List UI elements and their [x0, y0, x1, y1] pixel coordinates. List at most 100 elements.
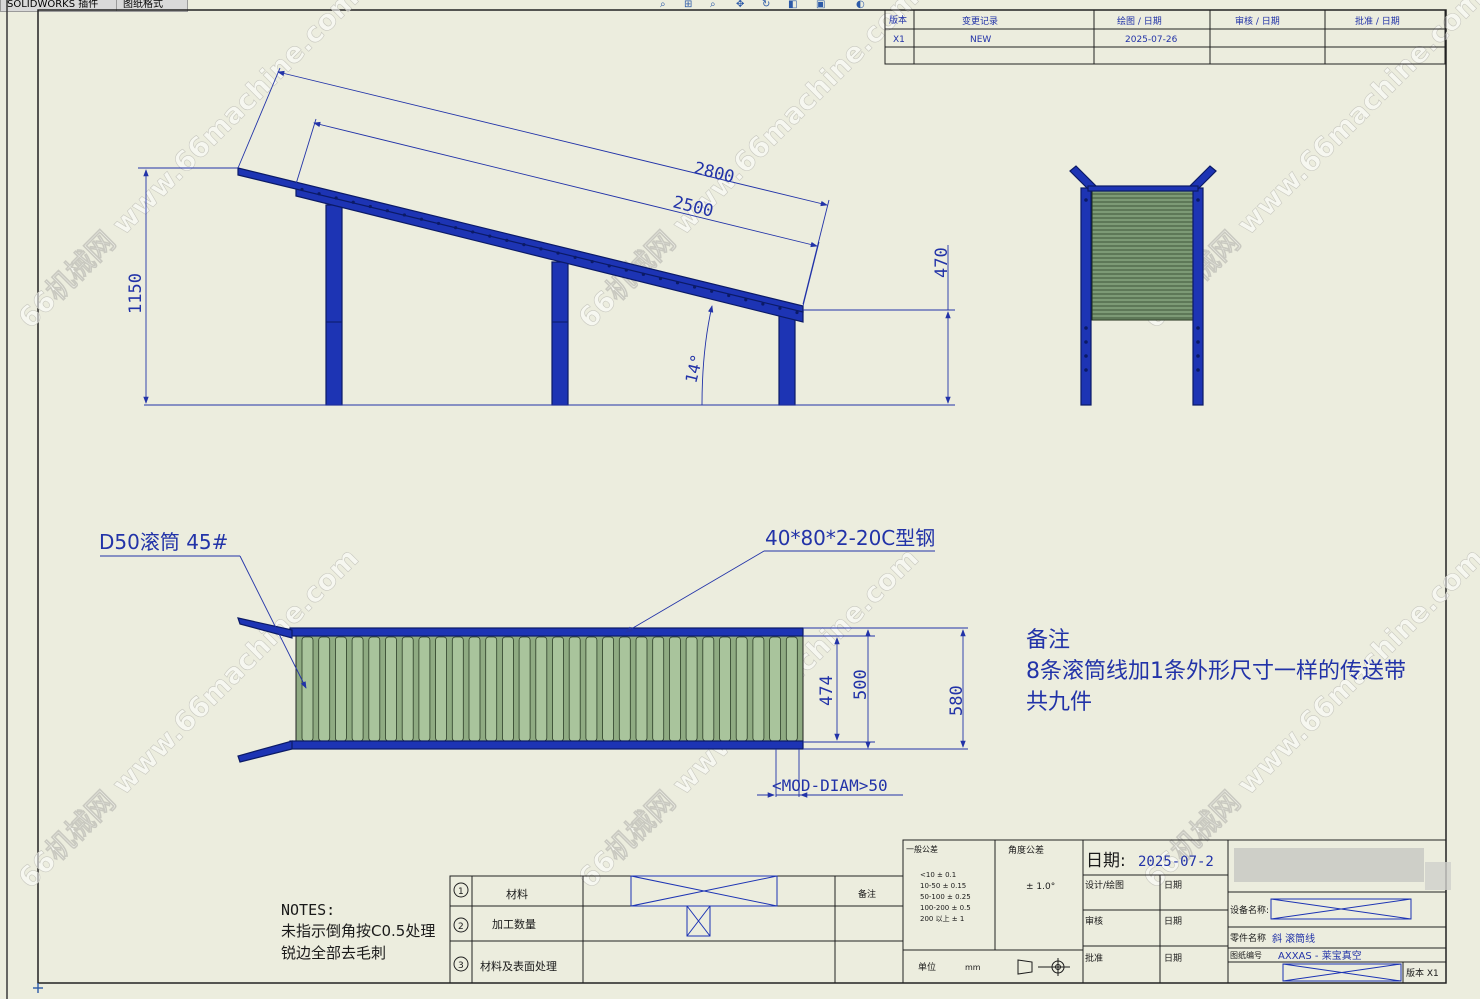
general-tol-title: 一般公差 — [906, 844, 938, 854]
beam-hole — [778, 306, 782, 310]
roller — [669, 636, 681, 742]
beam-hole — [624, 268, 628, 272]
dim-470: 470 — [932, 247, 952, 278]
hide-show-icon[interactable]: ◐ — [856, 0, 865, 10]
dim-roller-diam: <MOD-DIAM>50 — [772, 776, 888, 795]
remarks: 备注 8条滚筒线加1条外形尺寸一样的传送带 共九件 — [1026, 628, 1406, 715]
end-view[interactable] — [1069, 165, 1217, 406]
roller — [769, 636, 781, 742]
beam-hole — [368, 204, 372, 209]
side-view[interactable]: 2800 2500 1150 470 14° — [126, 67, 955, 406]
notes-line-2: 锐边全部去毛刺 — [281, 944, 386, 962]
beam-hole — [539, 247, 543, 251]
display-style-icon[interactable]: ◧ — [788, 0, 798, 10]
beam-hole — [607, 264, 611, 268]
beam-hole — [692, 285, 697, 289]
beam-hole — [300, 187, 304, 192]
notes-title: NOTES: — [281, 901, 335, 919]
angle-tol-title: 角度公差 — [1008, 844, 1044, 856]
roller — [418, 636, 431, 742]
roller — [702, 636, 715, 742]
roller — [435, 636, 448, 742]
beam-hole — [675, 281, 680, 285]
rev-cell-date: 2025-07-26 — [1125, 35, 1178, 45]
notes: NOTES: 未指示倒角按C0.5处理 锐边全部去毛刺 — [281, 901, 435, 962]
zoom-icon[interactable]: ⌕ — [710, 0, 716, 10]
row-num-3: 3 — [458, 961, 464, 971]
roller — [685, 636, 698, 742]
beam-hole — [573, 255, 577, 259]
svg-text:66机械网 www.66machine.com: 66机械网 www.66machine.com — [1137, 541, 1480, 894]
remark-line-2: 共九件 — [1026, 690, 1092, 715]
roller — [301, 636, 314, 742]
beam-hole — [522, 243, 526, 247]
date-value: 2025-07-2 — [1138, 854, 1214, 870]
drawing-no-value: AXXAS - 莱宝真空 — [1278, 949, 1362, 962]
tab-sheet-format[interactable]: 图纸格式 — [116, 0, 188, 12]
beam-hole — [727, 293, 731, 298]
title-block — [449, 839, 1451, 984]
svg-text:66机械网 www.66machine.com: 66机械网 www.66machine.com — [12, 0, 365, 335]
label-remark-col: 备注 — [858, 888, 876, 900]
zoom-area-icon[interactable]: ⊞ — [684, 0, 693, 10]
date-label: 日期: — [1086, 851, 1126, 871]
unit-value: mm — [965, 963, 981, 972]
roller — [618, 636, 631, 742]
label-surface: 材料及表面处理 — [480, 959, 557, 973]
leg-1 — [325, 204, 343, 406]
beam-hole — [744, 298, 748, 302]
beam-hole — [658, 276, 663, 281]
beam-hole — [351, 200, 355, 204]
roller — [552, 636, 564, 742]
roller — [368, 636, 381, 742]
beam-hole — [488, 234, 492, 238]
roller — [385, 636, 397, 742]
top-view[interactable]: 474 500 580 <MOD-DIAM>50 D50滚筒 45# 40*80… — [99, 526, 968, 798]
dim-1150: 1150 — [126, 273, 146, 314]
rotate-icon[interactable]: ↻ — [762, 0, 771, 10]
dim-500: 500 — [851, 669, 871, 700]
zoom-to-fit-icon[interactable]: ⌕ — [660, 0, 666, 10]
roller — [468, 636, 481, 742]
beam-hole — [795, 310, 799, 315]
approver-date-label: 日期 — [1164, 953, 1182, 964]
svg-text:10-50 ± 0.15: 10-50 ± 0.15 — [920, 882, 966, 890]
roller — [602, 636, 614, 742]
beam-hole — [710, 289, 714, 293]
roller — [785, 636, 798, 742]
row-num-1: 1 — [458, 887, 464, 897]
rev-cell-version: X1 — [893, 35, 905, 45]
roller — [518, 636, 531, 742]
roller — [735, 636, 748, 742]
roller — [351, 636, 364, 742]
pan-icon[interactable]: ✥ — [736, 0, 745, 10]
revision-table-text: 版本 变更记录 绘图 / 日期 审核 / 日期 批准 / 日期 X1 NEW 2… — [889, 14, 1400, 45]
svg-text:100-200 ± 0.5: 100-200 ± 0.5 — [920, 904, 971, 912]
title-block-text: 1 2 3 材料 加工数量 材料及表面处理 备注 一般公差 <10 ± 0.1 … — [458, 844, 1439, 979]
roller — [652, 636, 665, 742]
rev-cell-change: NEW — [970, 35, 991, 45]
svg-text:<10 ± 0.1: <10 ± 0.1 — [920, 871, 956, 879]
beam-hole — [505, 238, 509, 242]
beam-hole — [454, 226, 458, 230]
rev-header-version: 版本 — [889, 14, 907, 26]
beam-hole — [761, 302, 765, 306]
view-orientation-icon[interactable]: ▣ — [816, 0, 826, 10]
svg-text:50-100 ± 0.25: 50-100 ± 0.25 — [920, 893, 971, 901]
rev-header-change: 变更记录 — [962, 15, 998, 27]
steel-note: 40*80*2-20C型钢 — [765, 526, 935, 550]
rev-header-review: 审核 / 日期 — [1235, 15, 1280, 27]
roller — [401, 636, 414, 742]
designer-label: 设计/绘图 — [1085, 879, 1124, 891]
leg-2 — [551, 261, 569, 406]
remark-title: 备注 — [1026, 628, 1070, 653]
watermark: 66机械网 www.66machine.com 66机械网 www.66mach… — [11, 0, 1480, 895]
beam-hole — [641, 272, 645, 276]
label-material: 材料 — [506, 887, 528, 901]
reviewer-date-label: 日期 — [1164, 916, 1182, 927]
beam-hole — [436, 221, 441, 226]
roller — [485, 636, 498, 742]
equipment-label: 设备名称: — [1230, 904, 1269, 916]
svg-text:200 以上 ± 1: 200 以上 ± 1 — [920, 914, 964, 923]
